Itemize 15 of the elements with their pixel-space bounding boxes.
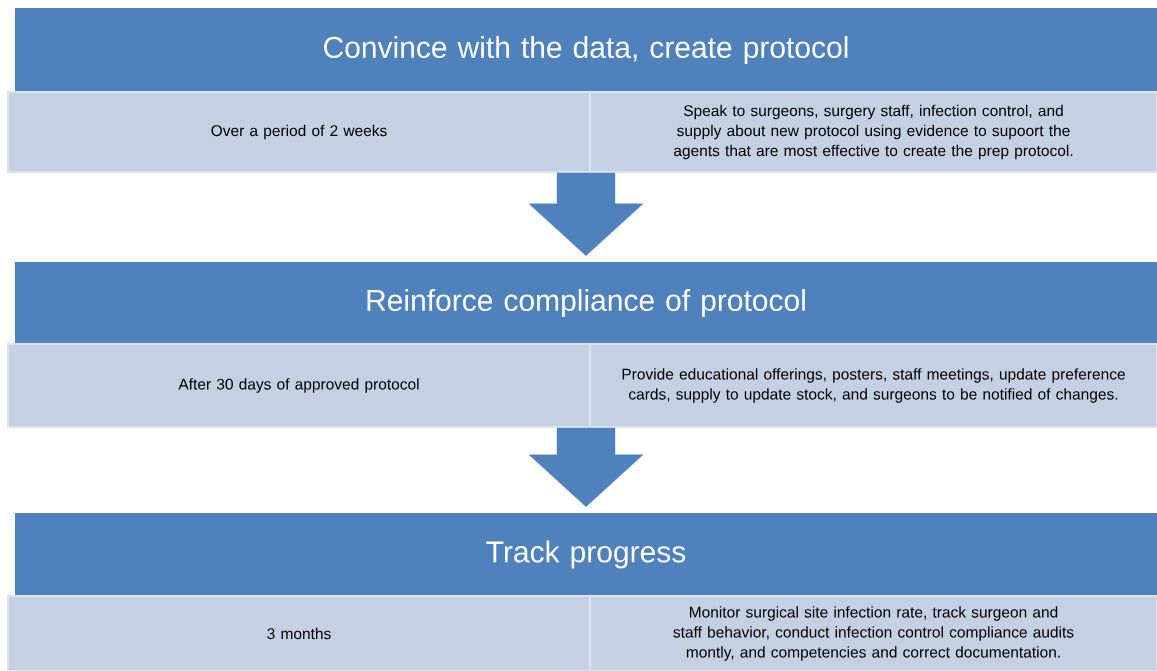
block-arrow bbox=[528, 172, 644, 256]
node-label: Speak to surgeons, surgery staff, infection control, and supply about new protocol using evidence to supoort the agents that are most effective to create the prep protocol. bbox=[673, 104, 1073, 160]
node-label: Monitor surgical site infection rate, track surgeon and staff behavior, conduct infection control compliance audits montly, and competencies and correct documentation. bbox=[673, 606, 1074, 661]
text-box: Speak to surgeons, surgery staff, infection control, and supply about new protocol using evidence to supoort the agents that are most effective to create the prep protocol. bbox=[589, 91, 1157, 173]
node-label: 3 months bbox=[267, 627, 331, 640]
text-box: Monitor surgical site infection rate, track surgeon and staff behavior, conduct infection control compliance audits montly, and competencies and correct documentation. bbox=[589, 595, 1157, 671]
header-band: Convince with the data, create protocol bbox=[15, 8, 1157, 92]
text-box: Provide educational offerings, posters, staff meetings, update preference cards, supply to update stock, and surgeons to be notified of changes. bbox=[589, 343, 1157, 428]
header-band: Reinforce compliance of protocol bbox=[15, 262, 1157, 344]
block-arrow bbox=[528, 427, 644, 507]
node-label: Provide educational offerings, posters, staff meetings, update preference cards, supply to update stock, and surgeons to be notified of changes. bbox=[622, 368, 1125, 403]
header-band: Track progress bbox=[15, 513, 1157, 596]
text-box: After 30 days of approved protocol bbox=[7, 343, 591, 428]
text-box: Over a period of 2 weeks bbox=[7, 91, 591, 173]
text-box: 3 months bbox=[7, 595, 591, 671]
